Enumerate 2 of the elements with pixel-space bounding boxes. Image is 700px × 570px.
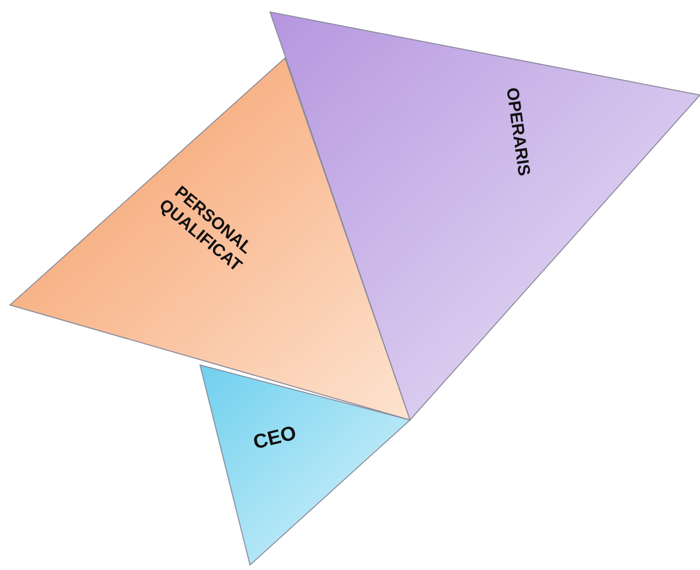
triangle-label: CEO <box>250 421 300 456</box>
triangle-label: OPERARIS <box>502 85 535 180</box>
